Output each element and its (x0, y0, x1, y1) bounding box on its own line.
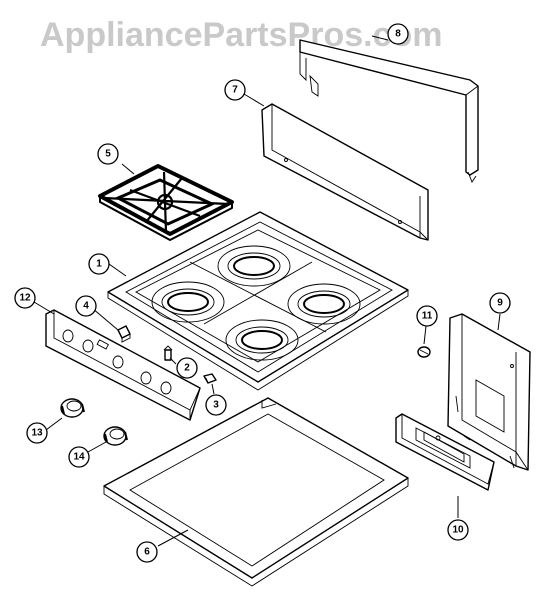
callout-7[interactable]: 7 (224, 79, 246, 101)
callout-3-label: 3 (213, 400, 219, 411)
callout-2-label: 2 (184, 363, 190, 374)
callout-2[interactable]: 2 (176, 357, 198, 379)
part-2-screw[interactable] (163, 345, 173, 361)
leader-lines (33, 35, 501, 547)
callout-6-label: 6 (144, 547, 150, 558)
burner-bowl-left (151, 281, 225, 323)
callout-12[interactable]: 12 (14, 287, 36, 309)
callout-4[interactable]: 4 (75, 295, 97, 317)
callout-12-label: 12 (19, 293, 31, 304)
part-8-backguard-cap[interactable] (299, 39, 479, 183)
part-5-burner-grate[interactable] (98, 164, 234, 241)
part-13-knob[interactable] (60, 398, 85, 418)
callout-1[interactable]: 1 (88, 253, 110, 275)
part-6-bottom-tray[interactable] (103, 397, 409, 587)
callout-4-label: 4 (83, 301, 89, 312)
callout-14[interactable]: 14 (68, 446, 90, 468)
part-7-backguard-panel[interactable] (261, 103, 429, 241)
callout-6[interactable]: 6 (136, 541, 158, 563)
callout-14-label: 14 (73, 452, 85, 463)
callout-11[interactable]: 11 (416, 305, 438, 327)
callout-13[interactable]: 13 (26, 422, 48, 444)
callout-9[interactable]: 9 (489, 292, 511, 314)
part-12-control-panel[interactable] (45, 309, 201, 421)
part-4-clip[interactable] (117, 325, 131, 343)
callout-9-label: 9 (497, 298, 503, 309)
part-1-cooktop[interactable] (107, 211, 409, 391)
callout-11-label: 11 (422, 311, 433, 322)
callout-1-label: 1 (96, 259, 102, 270)
callout-7-label: 7 (232, 85, 238, 96)
callout-5[interactable]: 5 (97, 143, 119, 165)
part-3-clip[interactable] (203, 373, 217, 384)
part-14-knob[interactable] (103, 426, 128, 446)
callout-3[interactable]: 3 (205, 394, 227, 416)
watermark-text: AppliancePartsPros.com (40, 16, 442, 54)
burner-bowl-back (217, 245, 291, 287)
callout-13-label: 13 (31, 428, 43, 439)
part-9-back-shield[interactable] (447, 313, 531, 471)
callout-5-label: 5 (105, 149, 111, 160)
part-11-fastener[interactable] (417, 346, 431, 358)
callout-8-label: 8 (395, 29, 401, 40)
callout-10-label: 10 (452, 525, 464, 536)
burner-bowl-right (287, 283, 361, 325)
callout-10[interactable]: 10 (447, 519, 469, 541)
burner-bowl-front (225, 319, 299, 361)
callout-8[interactable]: 8 (387, 23, 409, 45)
part-10-bezel[interactable] (395, 413, 495, 491)
